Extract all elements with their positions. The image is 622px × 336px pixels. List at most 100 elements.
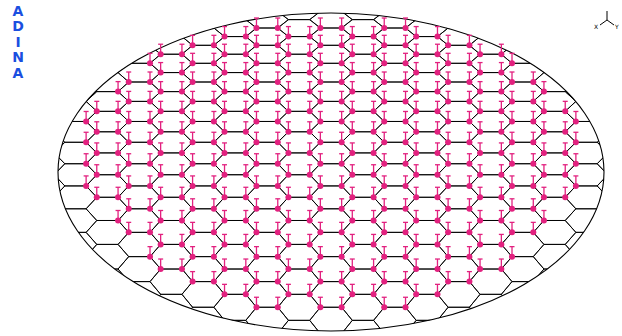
load-symbol [126,132,132,145]
load-symbol [190,222,196,235]
load-symbol [307,165,313,178]
hex-cell [214,20,257,37]
load-symbol [445,53,451,66]
load-symbol [434,284,440,297]
load-symbol [222,259,228,272]
load-symbol [562,165,568,178]
hex-cell [278,153,321,175]
hex-cell [406,37,449,55]
load-symbol [562,143,568,156]
load-symbol [339,297,345,310]
hex-cell [278,92,321,112]
load-symbol [222,165,228,178]
load-symbol [349,82,355,95]
hex-cell [533,220,576,244]
load-symbol [413,44,419,57]
load-symbol [434,27,440,40]
load-symbol [509,154,515,167]
load-symbol [498,259,504,272]
load-symbol [190,247,196,260]
hex-cell [342,111,385,131]
hex-cell [246,63,289,82]
load-symbol [403,272,409,285]
hex-cell [342,269,385,294]
hex-cell [310,209,353,233]
hex-cell [182,82,225,101]
load-symbol [179,44,185,57]
hex-cell [597,92,622,112]
load-symbol [509,176,515,189]
load-symbol [403,247,409,260]
load-symbol [94,187,100,200]
hex-cell [374,82,417,101]
load-symbol [530,91,536,104]
load-symbol [403,222,409,235]
load-symbol [115,122,121,135]
load-symbol [222,101,228,114]
load-symbol [190,132,196,145]
hex-cell [501,164,544,186]
load-symbol [573,111,579,124]
load-symbol [307,27,313,40]
hex-cell [86,220,129,244]
hex-cell [501,63,544,82]
hex-cell [374,45,417,63]
hex-cell [374,28,417,45]
load-symbol [498,82,504,95]
load-symbol [477,143,483,156]
load-symbol [413,82,419,95]
load-symbol [126,176,132,189]
hex-cell [597,111,622,131]
load-symbol [275,132,281,145]
load-symbol [115,82,121,95]
hex-cell [150,54,193,72]
load-symbol [381,297,387,310]
load-symbol [243,284,249,297]
hex-cell [86,197,129,220]
load-symbol [498,143,504,156]
load-symbol [211,247,217,260]
hex-cell [437,232,480,256]
hex-cell [374,209,417,233]
hex-cell [310,307,353,333]
load-symbol [413,122,419,135]
hex-cell [469,54,512,72]
load-symbol [179,259,185,272]
hex-cell [310,121,353,142]
load-symbol [349,122,355,135]
load-symbol [243,259,249,272]
load-symbol [573,132,579,145]
load-symbol [541,210,547,223]
load-symbol [498,210,504,223]
hex-cell [469,73,512,92]
load-symbol [339,35,345,48]
load-symbol [243,210,249,223]
load-symbol [509,53,515,66]
load-symbol [498,122,504,135]
load-symbol [403,154,409,167]
hex-cell [246,28,289,45]
load-symbol [371,234,377,247]
hex-cell [182,101,225,121]
load-symbol [275,199,281,212]
load-symbol [243,27,249,40]
load-symbol [498,63,504,76]
hex-cell [310,282,353,308]
load-symbol [179,165,185,178]
hex-cell [22,111,65,131]
load-symbol [413,284,419,297]
load-symbol [179,234,185,247]
load-symbol [253,176,259,189]
hex-cell [501,121,544,142]
load-symbol [307,44,313,57]
hex-cell [406,197,449,220]
load-symbol [94,143,100,156]
hex-cell [86,153,129,175]
load-symbol [317,222,323,235]
hex-cell [310,186,353,209]
hex-cell [533,269,576,294]
load-symbol [158,259,164,272]
load-symbol [285,187,291,200]
hex-cell [469,132,512,153]
hex-cell [22,92,65,112]
